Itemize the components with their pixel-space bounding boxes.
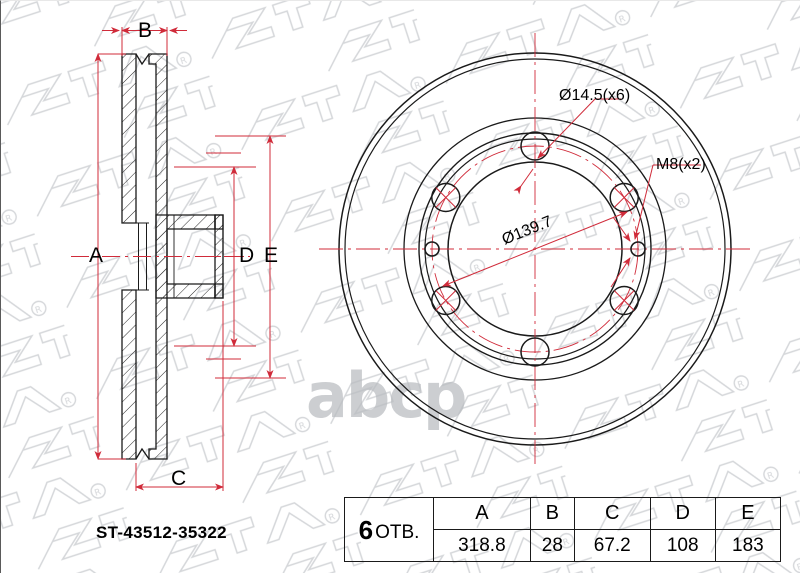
value-c: 67.2 [573,529,651,562]
column-header-e: E [714,497,782,530]
annotation-bolt-hole-diameter: Ø14.5(x6) [559,87,631,104]
face-view [319,33,751,465]
section-bottom-inner-plate [148,214,216,460]
part-number-label: ST-43512-35322 [96,523,227,542]
column-header-d: D [649,497,716,530]
value-a: 318.8 [433,529,531,562]
column-header-c: C [573,497,651,530]
dimension-label-b: B [138,19,153,42]
stud-hole [431,285,461,316]
section-bottom-outer-plate [121,289,137,460]
dimension-label-c: C [171,467,187,490]
stud-hole [609,182,639,213]
section-top-vent-notch [135,53,150,66]
dimension-label-d: D [239,244,255,267]
hole-count-unit: ОТВ. [375,521,420,543]
column-header-b: B [529,497,575,530]
annotation-m8-thread: M8(x2) [656,156,706,173]
dimension-label-e: E [264,244,279,267]
section-top-outer-plate [121,53,137,224]
value-d: 108 [649,529,716,562]
value-b: 28 [529,529,575,562]
stud-hole [431,182,461,213]
column-header-a: A [433,497,531,530]
hole-count-number: 6 [358,514,374,545]
value-e: 183 [714,529,782,562]
section-bottom-vent-notch [135,447,150,460]
stud-hole-leader [513,98,621,195]
stud-hole [609,285,639,316]
dimension-label-a: A [89,244,104,267]
